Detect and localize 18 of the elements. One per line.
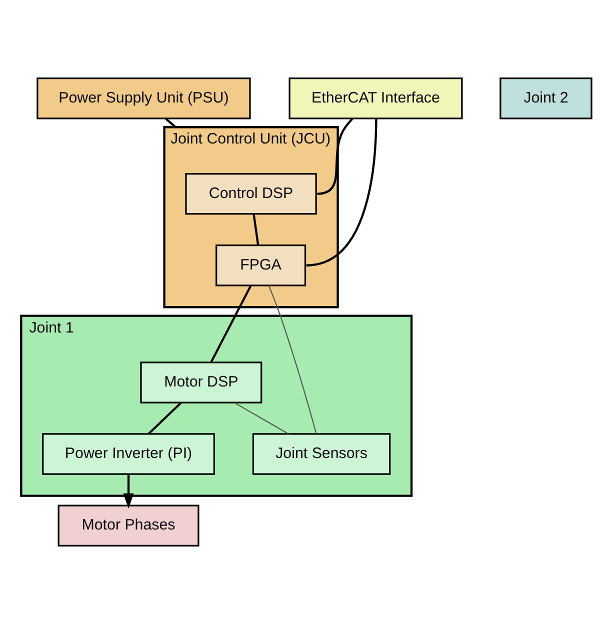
connector — [210, 284, 252, 362]
node-box: Power Inverter (PI) — [42, 432, 215, 474]
arrow — [123, 474, 134, 508]
node-box: Joint 2 — [500, 77, 592, 119]
connector — [165, 117, 176, 128]
node-box: Motor DSP — [140, 361, 262, 403]
connector — [317, 117, 354, 194]
connector — [234, 402, 289, 434]
connector — [268, 284, 317, 434]
node-box: Joint Sensors — [252, 432, 391, 474]
node-box: FPGA — [216, 244, 306, 286]
connector — [148, 402, 182, 434]
connector — [252, 214, 260, 245]
node-box: Motor Phases — [58, 504, 200, 546]
connector — [306, 118, 378, 266]
node-box: EtherCAT Interface — [288, 77, 463, 119]
node-box: Control DSP — [185, 172, 317, 214]
node-box: Power Supply Unit (PSU) — [36, 77, 251, 119]
